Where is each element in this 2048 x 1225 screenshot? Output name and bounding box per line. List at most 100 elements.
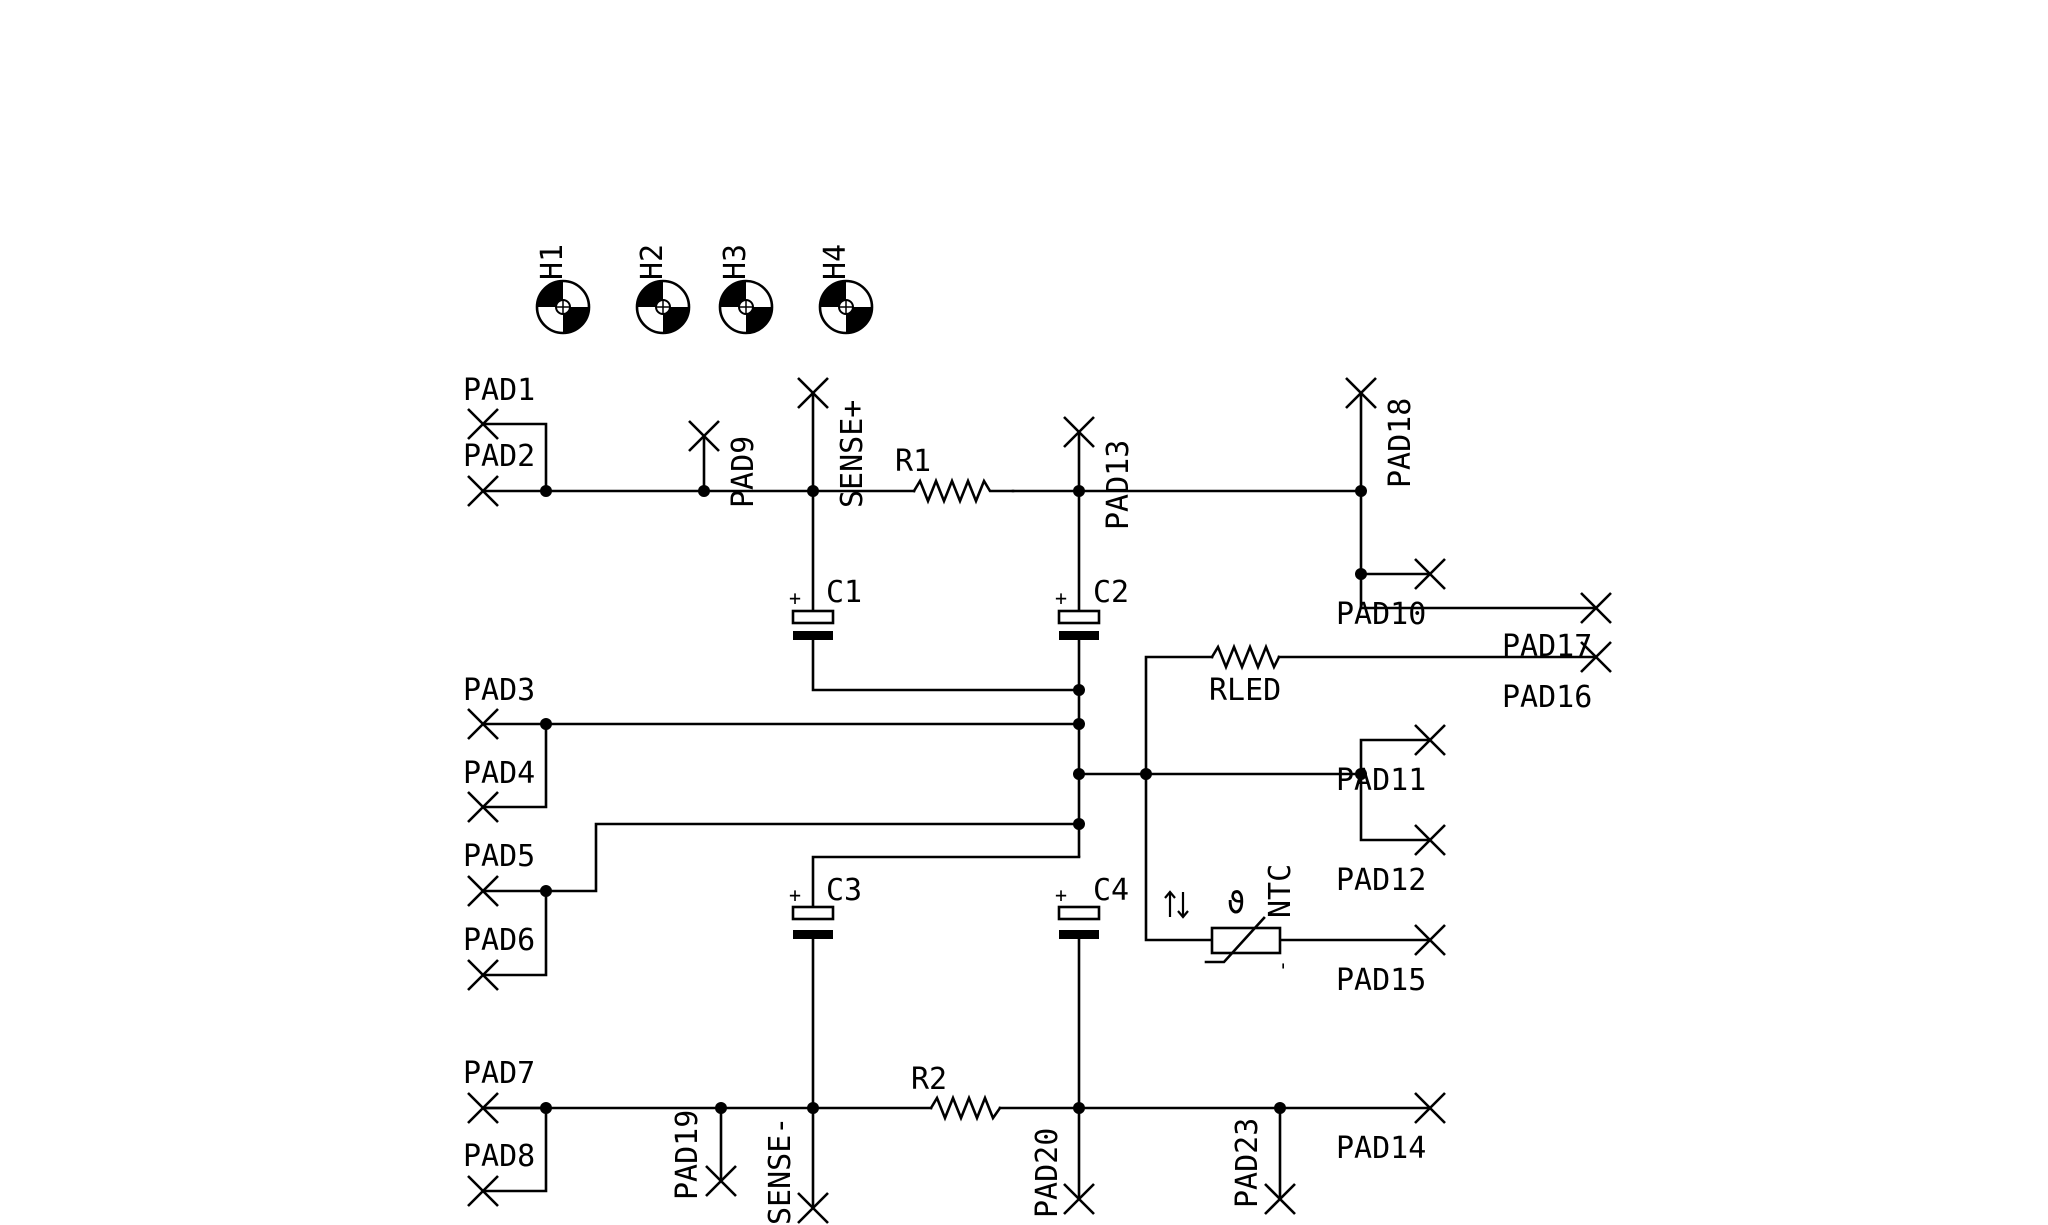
junction	[807, 1102, 819, 1114]
resistors	[912, 477, 1281, 1122]
sense-plus-label: SENSE+	[835, 400, 870, 508]
rled-label: RLED	[1209, 673, 1281, 708]
junctions	[540, 485, 1367, 1114]
hole-h2-label: H2	[635, 244, 670, 280]
junction	[698, 485, 710, 497]
sense-minus-marker	[797, 1192, 829, 1224]
pad16-marker	[1580, 641, 1612, 673]
c4-label: C4	[1093, 873, 1129, 908]
capacitor-c2: +	[1055, 586, 1101, 640]
ntc-slash	[1204, 916, 1266, 964]
pad3-marker	[467, 708, 499, 740]
wire-c1-neg	[811, 638, 1081, 692]
pad12-label: PAD12	[1336, 863, 1426, 898]
c2-label: C2	[1093, 575, 1129, 610]
pad11-marker	[1414, 724, 1446, 756]
pad15-marker	[1414, 924, 1446, 956]
pad20-marker	[1063, 1183, 1095, 1215]
pad4-label: PAD4	[463, 756, 535, 791]
pad23-label: PAD23	[1230, 1118, 1265, 1208]
wire-pad10-long	[1359, 572, 1598, 610]
ntc-theta: ϑ	[1227, 886, 1245, 921]
hole-h2	[635, 279, 691, 335]
pad16-label: PAD16	[1502, 680, 1592, 715]
junction	[1073, 1102, 1085, 1114]
junction	[540, 485, 552, 497]
pad19-label: PAD19	[670, 1110, 705, 1200]
junction	[1073, 485, 1085, 497]
mounting-holes: H1 H2 H3 H4	[535, 244, 874, 335]
pad18-marker	[1345, 377, 1377, 409]
junction	[540, 1102, 552, 1114]
junction	[540, 885, 552, 897]
junction	[1355, 768, 1367, 780]
resistor-r2	[929, 1094, 1002, 1122]
pad-markers	[467, 377, 1612, 1224]
r1-label: R1	[895, 444, 931, 479]
sense-minus-label: SENSE-	[763, 1117, 798, 1225]
pad7-marker	[467, 1092, 499, 1124]
pad20-label: PAD20	[1030, 1128, 1065, 1218]
pad10-marker	[1414, 558, 1446, 590]
capacitor-c2-plus: +	[1055, 586, 1067, 610]
sense-plus-marker	[797, 377, 829, 409]
pad18-label: PAD18	[1383, 398, 1418, 488]
junction	[1274, 1102, 1286, 1114]
pad15-label: PAD15	[1336, 963, 1426, 998]
junction	[540, 718, 552, 730]
hole-h1-label: H1	[535, 244, 570, 280]
junction	[1073, 684, 1085, 696]
pad2-label: PAD2	[463, 439, 535, 474]
pad6-label: PAD6	[463, 923, 535, 958]
junction	[1073, 768, 1085, 780]
pad17-label: PAD17	[1502, 629, 1592, 664]
hole-h4	[818, 279, 874, 335]
pad6-marker	[467, 959, 499, 991]
hole-h4-label: H4	[818, 244, 853, 280]
pad11-label: PAD11	[1336, 763, 1426, 798]
pad2-marker	[467, 475, 499, 507]
pad9-label: PAD9	[726, 436, 761, 508]
wire-rled-left	[1144, 655, 1214, 942]
capacitor-c3-plus: +	[789, 883, 801, 907]
junction	[807, 485, 819, 497]
pad8-marker	[467, 1175, 499, 1207]
pad12-marker	[1414, 824, 1446, 856]
pad23-marker	[1264, 1183, 1296, 1215]
pad4-marker	[467, 791, 499, 823]
ntc-thermistor: ϑ - NTC	[1164, 864, 1298, 972]
pad3-label: PAD3	[463, 673, 535, 708]
pad9-marker	[688, 420, 720, 452]
pad14-marker	[1414, 1092, 1446, 1124]
pad14-label: PAD14	[1336, 1131, 1426, 1166]
capacitor-c4-plus: +	[1055, 883, 1067, 907]
hole-h1	[535, 279, 591, 335]
capacitor-c1: +	[789, 586, 835, 640]
pad8-label: PAD8	[463, 1139, 535, 1174]
pad19-marker	[705, 1165, 737, 1197]
c3-label: C3	[826, 873, 862, 908]
capacitors: + + + +	[789, 586, 1101, 939]
hole-h3	[718, 279, 774, 335]
pad5-marker	[467, 875, 499, 907]
pad1-label: PAD1	[463, 373, 535, 408]
ntc-arrows-icon	[1164, 890, 1189, 919]
capacitor-c4: +	[1055, 883, 1101, 939]
wire-pad6-bus	[544, 822, 1081, 893]
pad10-label: PAD10	[1336, 597, 1426, 632]
wire-pad11-pad12	[1359, 738, 1432, 842]
resistor-rled	[1210, 643, 1281, 671]
resistor-r1	[912, 477, 1015, 505]
labels: PAD1 PAD2 PAD3 PAD4 PAD5 PAD6 PAD7 PAD8 …	[463, 373, 1592, 1225]
capacitor-c1-plus: +	[789, 586, 801, 610]
r2-label: R2	[911, 1062, 947, 1097]
junction	[1073, 818, 1085, 830]
capacitor-c3: +	[789, 883, 835, 939]
pad5-label: PAD5	[463, 839, 535, 874]
pad7-label: PAD7	[463, 1056, 535, 1091]
wire-pad3-pad4	[481, 722, 548, 809]
pad13-marker	[1063, 416, 1095, 448]
junction	[1140, 768, 1152, 780]
junction	[1355, 485, 1367, 497]
